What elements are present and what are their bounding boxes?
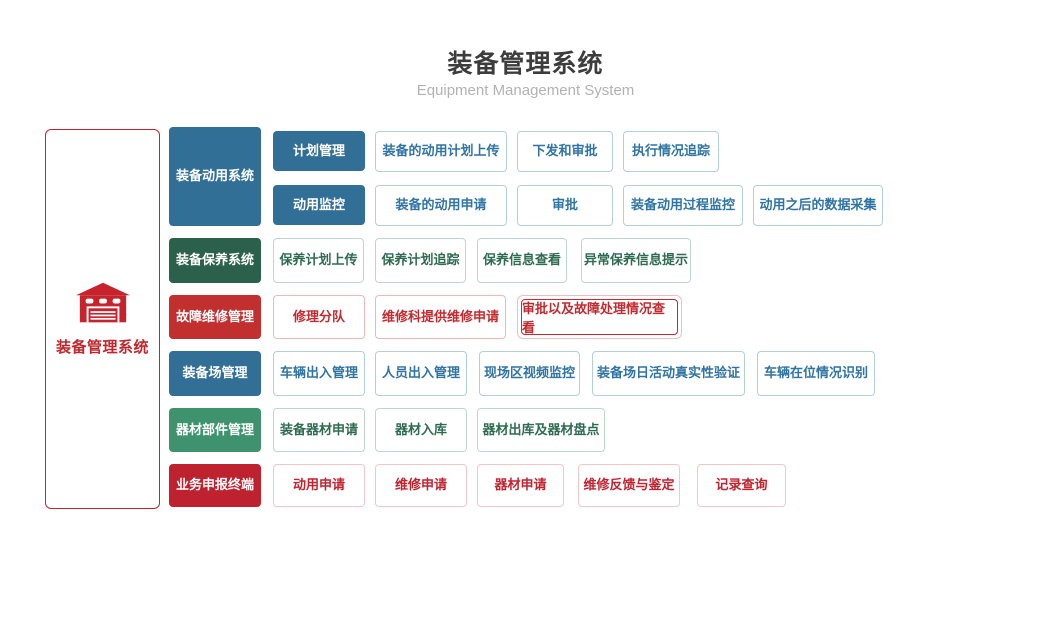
category-depot-management: 装备场管理 (169, 351, 261, 396)
category-business-reporting-terminal: 业务申报终端 (169, 464, 261, 507)
node-material-outbound-and-inventory: 器材出库及器材盘点 (477, 408, 605, 452)
node-repair-dept-application: 维修科提供维修申请 (375, 295, 506, 339)
node-use-application: 装备的动用申请 (375, 185, 507, 226)
node-use-process-monitoring: 装备动用过程监控 (623, 185, 743, 226)
node-maintenance-plan-tracking: 保养计划追踪 (375, 238, 466, 283)
node-maintenance-plan-upload: 保养计划上传 (273, 238, 364, 283)
garage-icon (75, 282, 130, 322)
node-post-use-data-collection: 动用之后的数据采集 (753, 185, 883, 226)
node-execution-tracking: 执行情况追踪 (623, 131, 719, 172)
node-approval: 审批 (517, 185, 613, 226)
page-subtitle: Equipment Management System (416, 82, 635, 99)
node-repair-feedback-and-appraisal: 维修反馈与鉴定 (578, 464, 680, 507)
root-node-equipment-management: 装备管理系统 (45, 129, 160, 509)
node-equipment-material-application: 装备器材申请 (273, 408, 365, 452)
category-fault-repair-management: 故障维修管理 (169, 295, 261, 339)
node-abnormal-maintenance-alert: 异常保养信息提示 (581, 238, 691, 283)
node-material-inbound: 器材入库 (375, 408, 467, 452)
node-use-request: 动用申请 (273, 464, 365, 507)
node-vehicle-access-management: 车辆出入管理 (273, 351, 365, 396)
node-site-video-surveillance: 现场区视频监控 (479, 351, 580, 396)
node-depot-activity-authenticity-verification: 装备场日活动真实性验证 (592, 351, 745, 396)
node-maintenance-info-view: 保养信息查看 (477, 238, 567, 283)
node-record-query: 记录查询 (697, 464, 786, 507)
category-equipment-use-system: 装备动用系统 (169, 127, 261, 226)
node-issue-and-approval: 下发和审批 (517, 131, 613, 172)
node-vehicle-in-place-recognition: 车辆在位情况识别 (757, 351, 875, 396)
node-use-plan-upload: 装备的动用计划上传 (375, 131, 507, 172)
category-maintenance-system: 装备保养系统 (169, 238, 261, 283)
node-approval-and-fault-status-view: 审批以及故障处理情况查看 (517, 295, 682, 339)
page-title: 装备管理系统 (447, 50, 604, 78)
subcategory-plan-management: 计划管理 (273, 131, 365, 171)
category-material-parts-management: 器材部件管理 (169, 408, 261, 452)
subcategory-use-monitoring: 动用监控 (273, 185, 365, 225)
node-approval-and-fault-status-view-label: 审批以及故障处理情况查看 (521, 299, 678, 335)
node-material-request: 器材申请 (477, 464, 564, 507)
node-repair-request: 维修申请 (375, 464, 467, 507)
node-personnel-access-management: 人员出入管理 (375, 351, 467, 396)
node-repair-unit: 修理分队 (273, 295, 365, 339)
root-node-label: 装备管理系统 (55, 338, 149, 356)
